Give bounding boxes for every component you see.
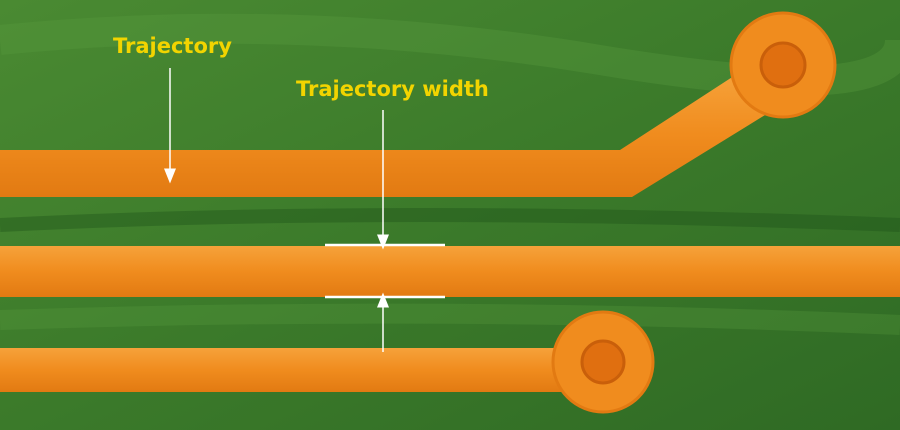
trajectory-width-label: Trajectory width (296, 77, 489, 101)
pad-top-hole (759, 41, 807, 89)
trace-top (0, 72, 770, 197)
trace-bottom (0, 348, 580, 392)
trajectory-label: Trajectory (113, 34, 232, 58)
trace-middle (0, 246, 900, 297)
pad-bottom-hole (580, 339, 626, 385)
